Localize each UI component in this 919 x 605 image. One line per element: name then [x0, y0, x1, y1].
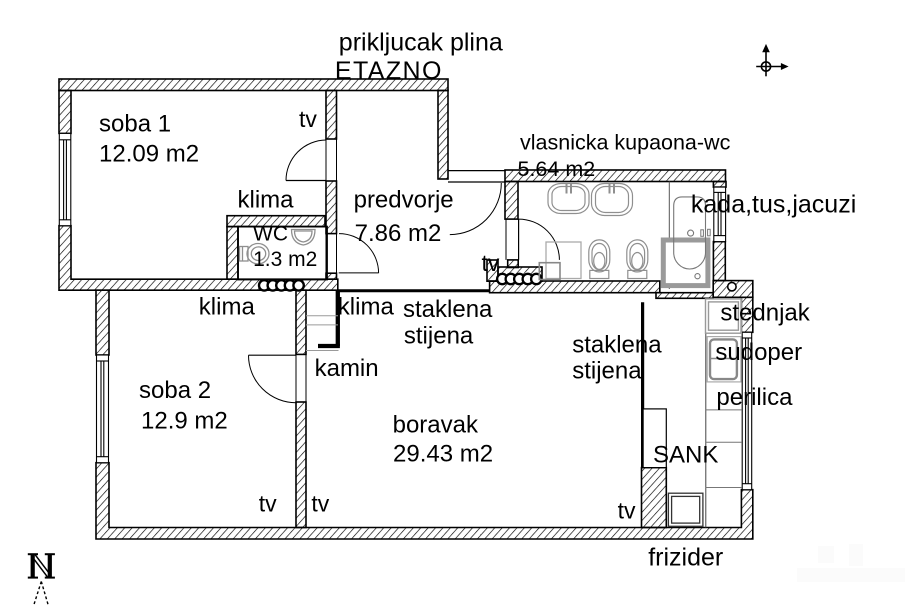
svg-text:29.43 m2: 29.43 m2 [393, 441, 493, 468]
svg-text:kamin: kamin [315, 355, 379, 382]
svg-text:tv: tv [299, 106, 317, 132]
svg-text:stednjak: stednjak [720, 300, 810, 327]
svg-text:staklena: staklena [403, 296, 493, 323]
svg-text:tv: tv [259, 491, 277, 517]
svg-text:frizider: frizider [648, 544, 723, 572]
svg-text:klima: klima [199, 294, 256, 321]
svg-text:5.64 m2: 5.64 m2 [518, 157, 596, 181]
svg-text:boravak: boravak [393, 412, 479, 439]
svg-text:stijena: stijena [404, 323, 474, 350]
svg-text:SANK: SANK [653, 442, 718, 469]
svg-text:kada,tus,jacuzi: kada,tus,jacuzi [691, 191, 856, 219]
svg-text:sudoper: sudoper [715, 339, 802, 366]
svg-text:predvorje: predvorje [354, 187, 454, 214]
svg-text:klima: klima [338, 294, 395, 321]
svg-text:12.09 m2: 12.09 m2 [99, 141, 199, 168]
svg-text:perilica: perilica [716, 384, 793, 411]
svg-text:soba 2: soba 2 [139, 377, 211, 404]
svg-text:klima: klima [238, 187, 295, 214]
svg-text:WC: WC [253, 223, 288, 246]
svg-text:staklena: staklena [572, 332, 662, 359]
svg-text:1.3 m2: 1.3 m2 [253, 248, 317, 271]
svg-text:tv: tv [618, 498, 636, 524]
svg-text:stijena: stijena [572, 358, 642, 385]
svg-text:prikljucak plina: prikljucak plina [339, 29, 503, 57]
svg-text:vlasnicka kupaona-wc: vlasnicka kupaona-wc [520, 131, 731, 155]
svg-text:ETAZNO: ETAZNO [335, 57, 443, 85]
svg-text:tv: tv [482, 250, 500, 276]
svg-text:7.86 m2: 7.86 m2 [355, 220, 442, 247]
svg-text:12.9 m2: 12.9 m2 [141, 408, 228, 435]
svg-text:soba 1: soba 1 [99, 111, 171, 138]
svg-text:tv: tv [311, 491, 329, 517]
